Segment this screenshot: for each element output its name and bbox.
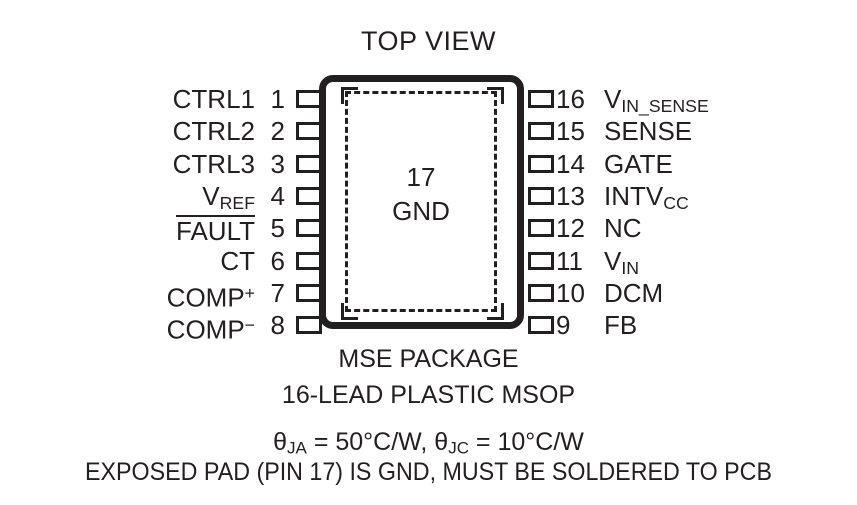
exposed-pad-text: 17 GND — [345, 160, 497, 228]
theta-ja-symbol: θ — [273, 428, 288, 456]
pin-lead-8 — [296, 316, 322, 335]
pin-label-left-2: CTRL2 — [172, 116, 255, 147]
pin-label-right-15: SENSE — [604, 116, 693, 147]
pin-lead-16 — [528, 90, 554, 108]
pin-number-left-8: 8 — [270, 310, 285, 341]
pin-label-right-10: DCM — [604, 277, 664, 308]
pin-number-left-2: 2 — [270, 116, 285, 147]
theta-ja-subscript: JA — [287, 438, 307, 458]
pin-number-right-13: 13 — [556, 180, 585, 211]
pin-label-left-4: VREF — [202, 180, 255, 213]
pin-number-left-4: 4 — [270, 180, 285, 211]
pin-number-right-11: 11 — [556, 245, 583, 276]
pin-lead-14 — [528, 154, 554, 173]
pad-corner-top-right-icon — [487, 87, 504, 104]
pin-number-left-3: 3 — [270, 148, 285, 179]
theta-jc-value: = 10°C/W — [468, 428, 584, 456]
pin-number-right-10: 10 — [556, 277, 585, 308]
pin-lead-13 — [528, 186, 554, 205]
pin-number-left-6: 6 — [270, 245, 285, 276]
pin-number-right-16: 16 — [556, 84, 585, 114]
exposed-pad-outline — [345, 91, 497, 312]
pin-number-right-9: 9 — [556, 310, 571, 341]
package-name-caption: MSE PACKAGE — [338, 345, 519, 373]
theta-ja-value: = 50°C/W, — [306, 428, 435, 456]
pin-number-left-5: 5 — [270, 213, 285, 244]
pin-number-left-1: 1 — [270, 84, 285, 114]
pin-label-left-3: CTRL3 — [172, 148, 255, 179]
pin-label-right-11: VIN — [604, 245, 640, 278]
pin-lead-12 — [528, 219, 554, 238]
pin-label-right-12: NC — [604, 213, 642, 244]
thermal-resistance-caption: θJA = 50°C/W, θJC = 10°C/W — [0, 428, 857, 459]
pin-label-right-14: GATE — [604, 148, 673, 179]
pin-lead-10 — [528, 283, 554, 302]
page-title: TOP VIEW — [360, 26, 497, 56]
pin-lead-15 — [528, 122, 554, 141]
pin-label-left-6: CT — [220, 245, 255, 276]
pin-number-right-14: 14 — [556, 148, 585, 179]
theta-jc-symbol: θ — [434, 428, 449, 456]
pin-label-left-5: FAULT — [176, 215, 255, 247]
pad-corner-bottom-right-icon — [487, 303, 504, 320]
pin-lead-9 — [528, 316, 554, 335]
pad-corner-bottom-left-icon — [341, 303, 358, 320]
pin-number-right-15: 15 — [556, 116, 585, 147]
pin-number-left-7: 7 — [270, 277, 285, 308]
exposed-pad-note-caption: EXPOSED PAD (PIN 17) IS GND, MUST BE SOL… — [85, 458, 772, 486]
pin-label-left-1: CTRL1 — [172, 84, 255, 114]
exposed-pad-number: 17 — [406, 162, 436, 192]
pin-label-right-13: INTVCC — [604, 180, 689, 213]
pin-lead-11 — [528, 251, 554, 270]
pin-number-right-12: 12 — [556, 213, 585, 244]
pin-label-left-8: COMP− — [166, 314, 255, 345]
exposed-pad-label: GND — [392, 196, 450, 226]
pin-label-right-16: VIN_SENSE — [604, 84, 709, 116]
pad-corner-top-left-icon — [341, 87, 358, 104]
package-body-outline — [319, 75, 524, 329]
theta-jc-subscript: JC — [448, 438, 469, 458]
pin-label-left-7: COMP+ — [166, 282, 255, 313]
package-desc-caption: 16-LEAD PLASTIC MSOP — [281, 381, 576, 409]
pin-label-right-9: FB — [604, 310, 638, 341]
